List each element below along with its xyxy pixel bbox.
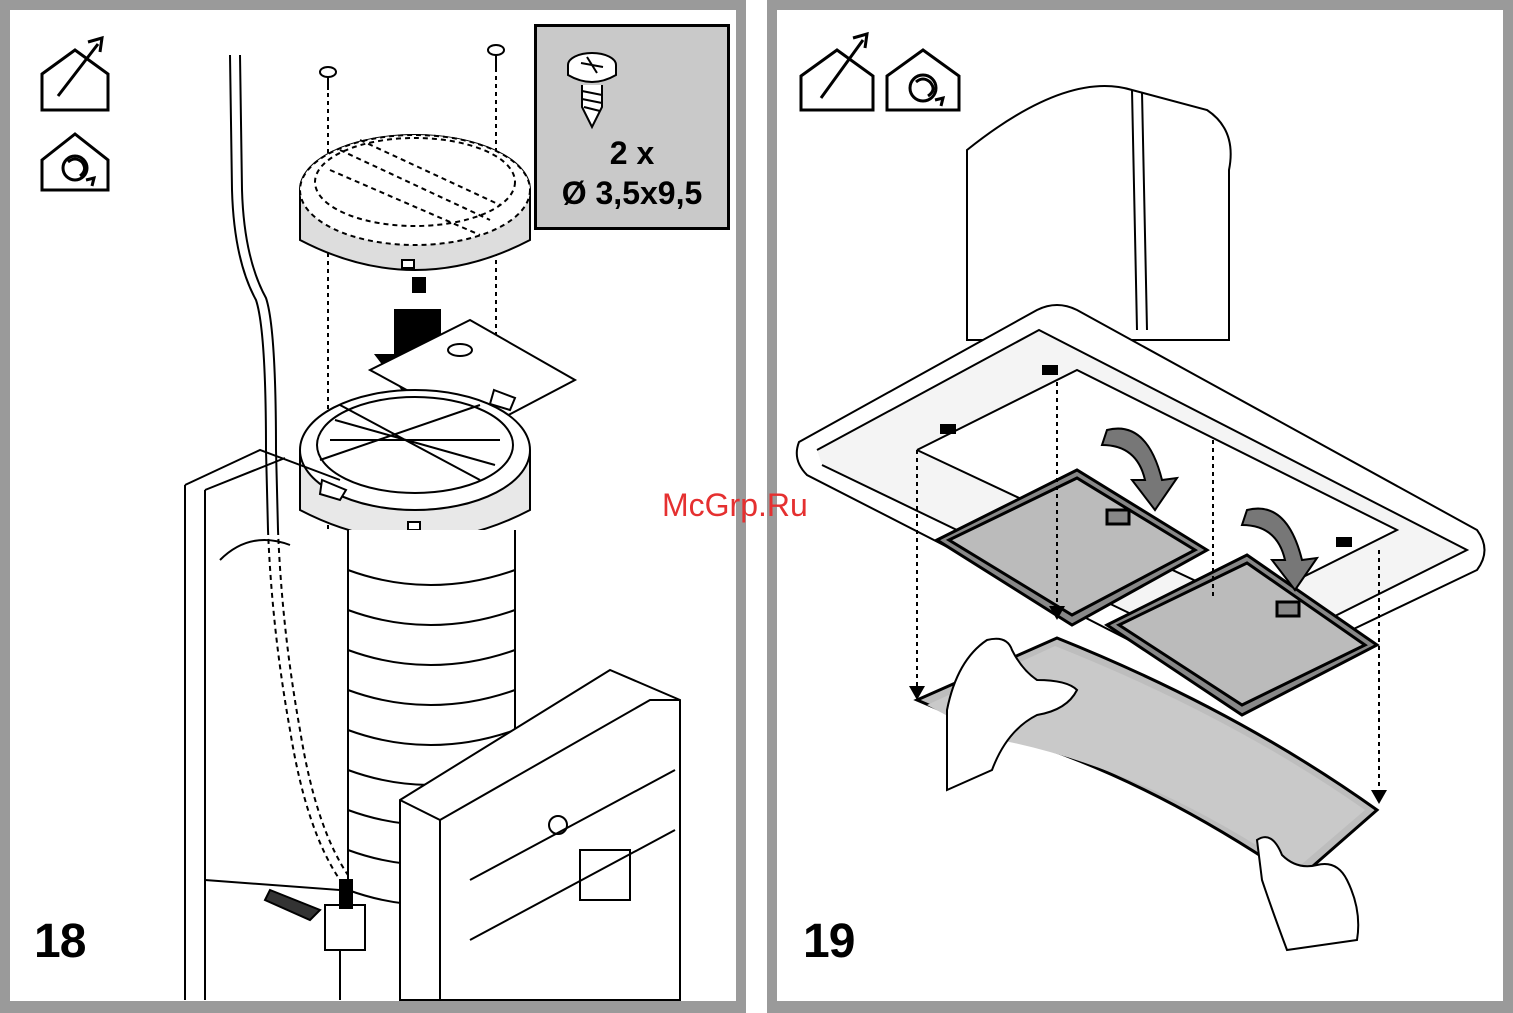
- screw-spec-box: 2 x Ø 3,5x9,5: [534, 24, 730, 230]
- step-19-panel: 19: [767, 0, 1513, 1013]
- screw-icon: [320, 45, 504, 90]
- step-18-panel: 2 x Ø 3,5x9,5 18: [0, 0, 746, 1013]
- screw-detail-icon: [537, 27, 727, 137]
- screw-size: Ø 3,5x9,5: [537, 175, 727, 212]
- watermark: McGrp.Ru: [662, 487, 808, 524]
- step-19-drawing: [777, 10, 1503, 1001]
- house-exhaust-icon: [801, 34, 873, 110]
- house-recirculation-icon: [42, 134, 108, 190]
- carbon-filter-upper: [300, 135, 530, 270]
- house-recirculation-icon: [887, 50, 959, 110]
- chimney-frame: [185, 450, 340, 1000]
- screw-quantity: 2 x: [537, 135, 727, 172]
- step-18-illustration-area: 2 x Ø 3,5x9,5 18: [10, 10, 736, 1001]
- step-number: 19: [803, 914, 854, 969]
- step-number: 18: [34, 914, 85, 969]
- cable-connector: [265, 880, 365, 950]
- house-exhaust-icon: [42, 38, 108, 110]
- chimney-cover: [967, 86, 1231, 340]
- step-19-illustration-area: 19: [777, 10, 1503, 1001]
- carbon-filter-installed: [300, 390, 530, 540]
